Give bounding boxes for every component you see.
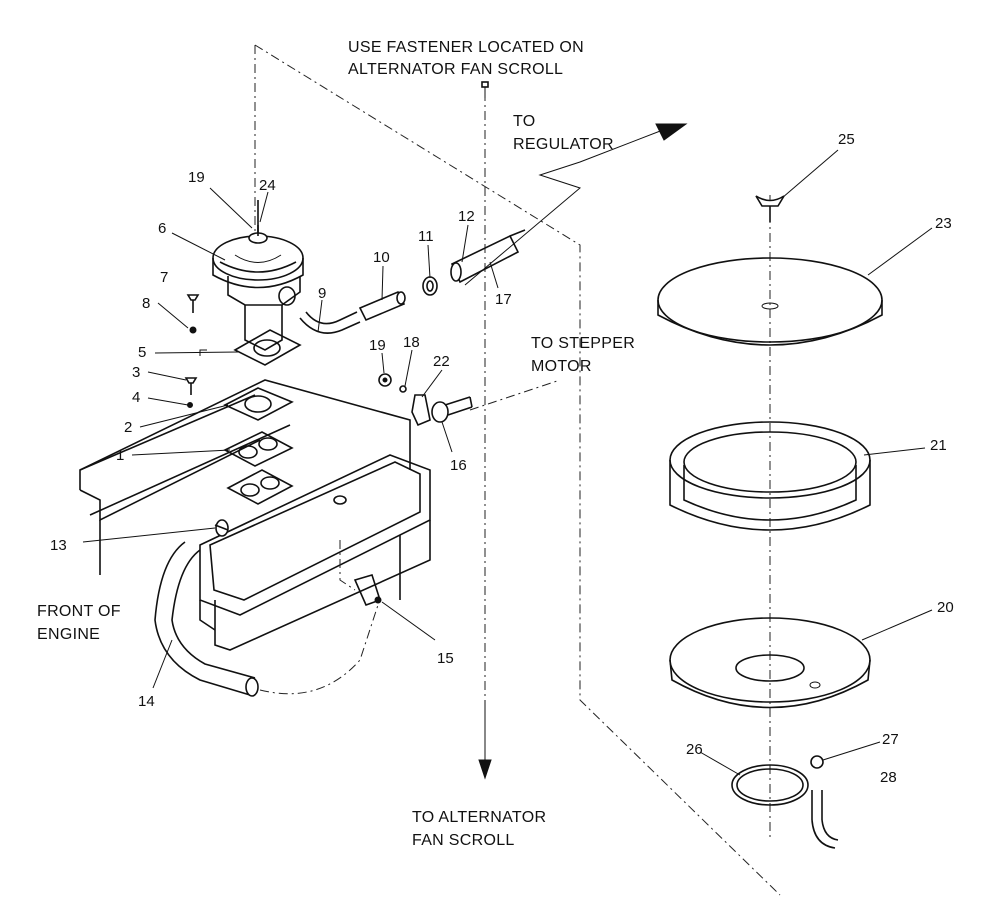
callout-18: 18	[403, 334, 420, 351]
callout-3: 3	[132, 364, 140, 381]
callout-17: 17	[495, 291, 512, 308]
fastener-screw	[481, 81, 489, 98]
note-regulator-line1: TO	[513, 113, 536, 130]
gasket-1	[223, 431, 294, 467]
callout-11: 11	[418, 228, 434, 245]
intake-housing	[79, 379, 431, 651]
notes: USE FASTENER LOCATED ON ALTERNATOR FAN S…	[37, 39, 635, 849]
note-fastener-line1: USE FASTENER LOCATED ON	[348, 39, 584, 56]
nut-19	[378, 373, 392, 387]
callout-16: 16	[450, 457, 467, 474]
lever-22	[411, 394, 431, 427]
stepper-shaft-16	[431, 396, 473, 423]
hose-14-to-fitting-15	[259, 604, 379, 695]
tube-12	[450, 229, 526, 284]
callout-4: 4	[132, 389, 140, 406]
fitting-27	[810, 755, 824, 769]
callout-12: 12	[458, 208, 475, 225]
callout-22: 22	[433, 353, 450, 370]
assembly-dashed-outline	[254, 44, 781, 896]
manifold-ports	[226, 469, 294, 505]
callout-15: 15	[437, 650, 454, 667]
gasket-5	[233, 329, 302, 366]
callout-10: 10	[373, 249, 390, 266]
note-regulator-line2: REGULATOR	[513, 136, 614, 153]
gasket-2	[223, 387, 294, 421]
leader-lines	[82, 149, 933, 776]
callout-23: 23	[935, 215, 952, 232]
fitting-15-dashed	[339, 540, 356, 591]
note-fastener-line2: ALTERNATOR FAN SCROLL	[348, 61, 563, 78]
callout-6: 6	[158, 220, 166, 237]
callout-14: 14	[138, 693, 155, 710]
tube-10	[358, 290, 406, 322]
callout-numbers: 1 2 3 4 5 6 7 8 9 10 11 12 13 14 15 16 1…	[50, 131, 954, 786]
callout-26: 26	[686, 741, 703, 758]
callout-19-top: 19	[188, 169, 205, 186]
note-stepper-line2: MOTOR	[531, 358, 592, 375]
base-plate-20	[669, 617, 871, 709]
hose-14	[154, 541, 259, 697]
note-front-line2: ENGINE	[37, 626, 100, 643]
callout-2: 2	[124, 419, 132, 436]
callout-8: 8	[142, 295, 150, 312]
stepper-lead-line	[469, 379, 561, 411]
callout-5: 5	[138, 344, 146, 361]
regulator-arrow	[464, 123, 688, 286]
fitting-13	[214, 519, 229, 537]
wing-nut-25	[755, 195, 785, 222]
alternator-arrow	[478, 700, 492, 780]
callout-21: 21	[930, 437, 947, 454]
note-alternator-line1: TO ALTERNATOR	[412, 809, 546, 826]
callout-9: 9	[318, 285, 326, 302]
callout-7: 7	[160, 269, 168, 286]
callout-24: 24	[259, 177, 276, 194]
grommet-26	[731, 764, 809, 806]
callout-28: 28	[880, 769, 897, 786]
washer-8	[189, 326, 197, 334]
callout-20: 20	[937, 599, 954, 616]
tube-28	[811, 790, 839, 849]
elbow-fitting-15	[353, 574, 382, 607]
note-alternator-line2: FAN SCROLL	[412, 832, 515, 849]
callout-13: 13	[50, 537, 67, 554]
air-cleaner-cover-23	[657, 257, 883, 346]
air-filter-element-21	[669, 421, 871, 531]
callout-19-nut: 19	[369, 337, 386, 354]
hose-elbow-9	[299, 311, 361, 334]
washer-4	[187, 402, 193, 408]
note-stepper-line1: TO STEPPER	[531, 335, 635, 352]
callout-1: 1	[116, 447, 124, 464]
screw-7-axis	[199, 349, 207, 356]
callout-25: 25	[838, 131, 855, 148]
callout-27: 27	[882, 731, 899, 748]
screw-7	[186, 294, 200, 313]
carburetor	[212, 225, 304, 351]
note-front-line1: FRONT OF	[37, 603, 121, 620]
clamp-11	[422, 276, 438, 296]
screw-3	[184, 377, 198, 395]
washer-18	[399, 385, 407, 393]
